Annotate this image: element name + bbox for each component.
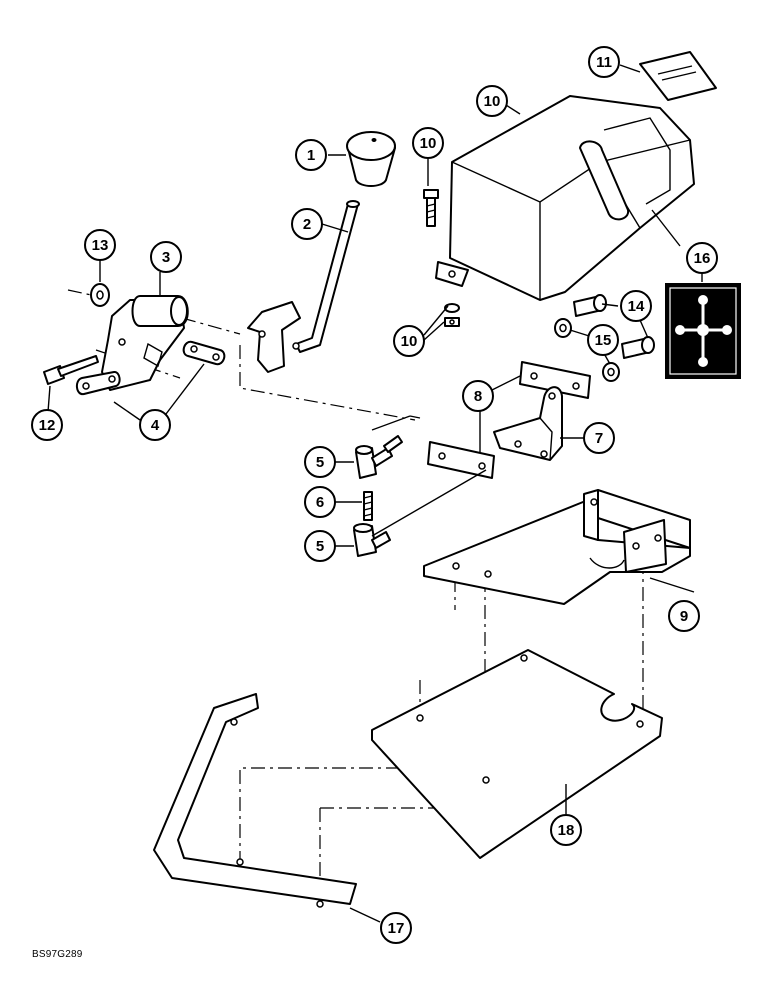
callout-1: 1 (295, 139, 327, 171)
callout-10-cover: 10 (476, 85, 508, 117)
part-lever (247, 200, 360, 373)
part-bolts-14 (573, 294, 655, 359)
part-pin (43, 355, 99, 385)
part-ball-joint-lower (353, 523, 391, 557)
callout-13-label: 13 (92, 237, 109, 254)
callout-2-label: 2 (303, 216, 311, 233)
callout-8-label: 8 (474, 388, 482, 405)
callout-5-lower-label: 5 (316, 538, 324, 555)
part-label-11 (639, 51, 717, 101)
part-bolt-10 (423, 189, 439, 227)
callout-10-bolt: 10 (412, 127, 444, 159)
part-plate-lower (427, 441, 495, 479)
part-washer-13 (90, 283, 110, 307)
callout-18: 18 (550, 814, 582, 846)
part-bent-bracket-17 (153, 693, 357, 908)
callout-9: 9 (668, 600, 700, 632)
callout-13: 13 (84, 229, 116, 261)
callout-17-label: 17 (388, 920, 405, 937)
callout-4-label: 4 (151, 417, 160, 434)
callout-16: 16 (686, 242, 718, 274)
callout-15-label: 15 (595, 332, 612, 349)
callout-10-nut-label: 10 (401, 333, 418, 350)
callout-9-label: 9 (680, 608, 688, 625)
callout-3: 3 (150, 241, 182, 273)
callout-5-upper-label: 5 (316, 454, 324, 471)
part-plate-upper (519, 361, 591, 399)
callout-16-label: 16 (694, 250, 711, 267)
callout-5-lower: 5 (304, 530, 336, 562)
part-ball-joint-upper (355, 435, 403, 479)
part-base-plate-18 (371, 649, 663, 859)
callout-10-bolt-label: 10 (420, 135, 437, 152)
part-decal-16 (665, 283, 741, 379)
figure-code: BS97G289 (32, 949, 83, 960)
callout-2: 2 (291, 208, 323, 240)
callout-7-label: 7 (595, 430, 603, 447)
callout-12-label: 12 (39, 417, 56, 434)
callout-5-upper: 5 (304, 446, 336, 478)
callout-12: 12 (31, 409, 63, 441)
part-washers-15 (554, 318, 620, 382)
callout-6: 6 (304, 486, 336, 518)
callout-6-label: 6 (316, 494, 324, 511)
part-threaded-rod (363, 491, 373, 521)
part-nut-10 (444, 303, 460, 327)
callout-14: 14 (620, 290, 652, 322)
callout-7: 7 (583, 422, 615, 454)
callout-8: 8 (462, 380, 494, 412)
callout-4: 4 (139, 409, 171, 441)
callout-17: 17 (380, 912, 412, 944)
part-knob (346, 131, 396, 187)
callout-11-label: 11 (596, 54, 612, 71)
callout-18-label: 18 (558, 822, 575, 839)
leader-lines (47, 64, 703, 923)
callout-3-label: 3 (162, 249, 170, 266)
part-mounting-plate-9 (423, 489, 691, 605)
part-console-cover (435, 95, 695, 301)
part-pivot-bracket (101, 295, 189, 391)
part-angle-bracket (493, 386, 563, 461)
callout-1-label: 1 (307, 147, 315, 164)
callout-15: 15 (587, 324, 619, 356)
callout-10-cover-label: 10 (484, 93, 501, 110)
callout-14-label: 14 (628, 298, 645, 315)
callout-10-nut: 10 (393, 325, 425, 357)
part-links (76, 340, 226, 396)
callout-11: 11 (588, 46, 620, 78)
